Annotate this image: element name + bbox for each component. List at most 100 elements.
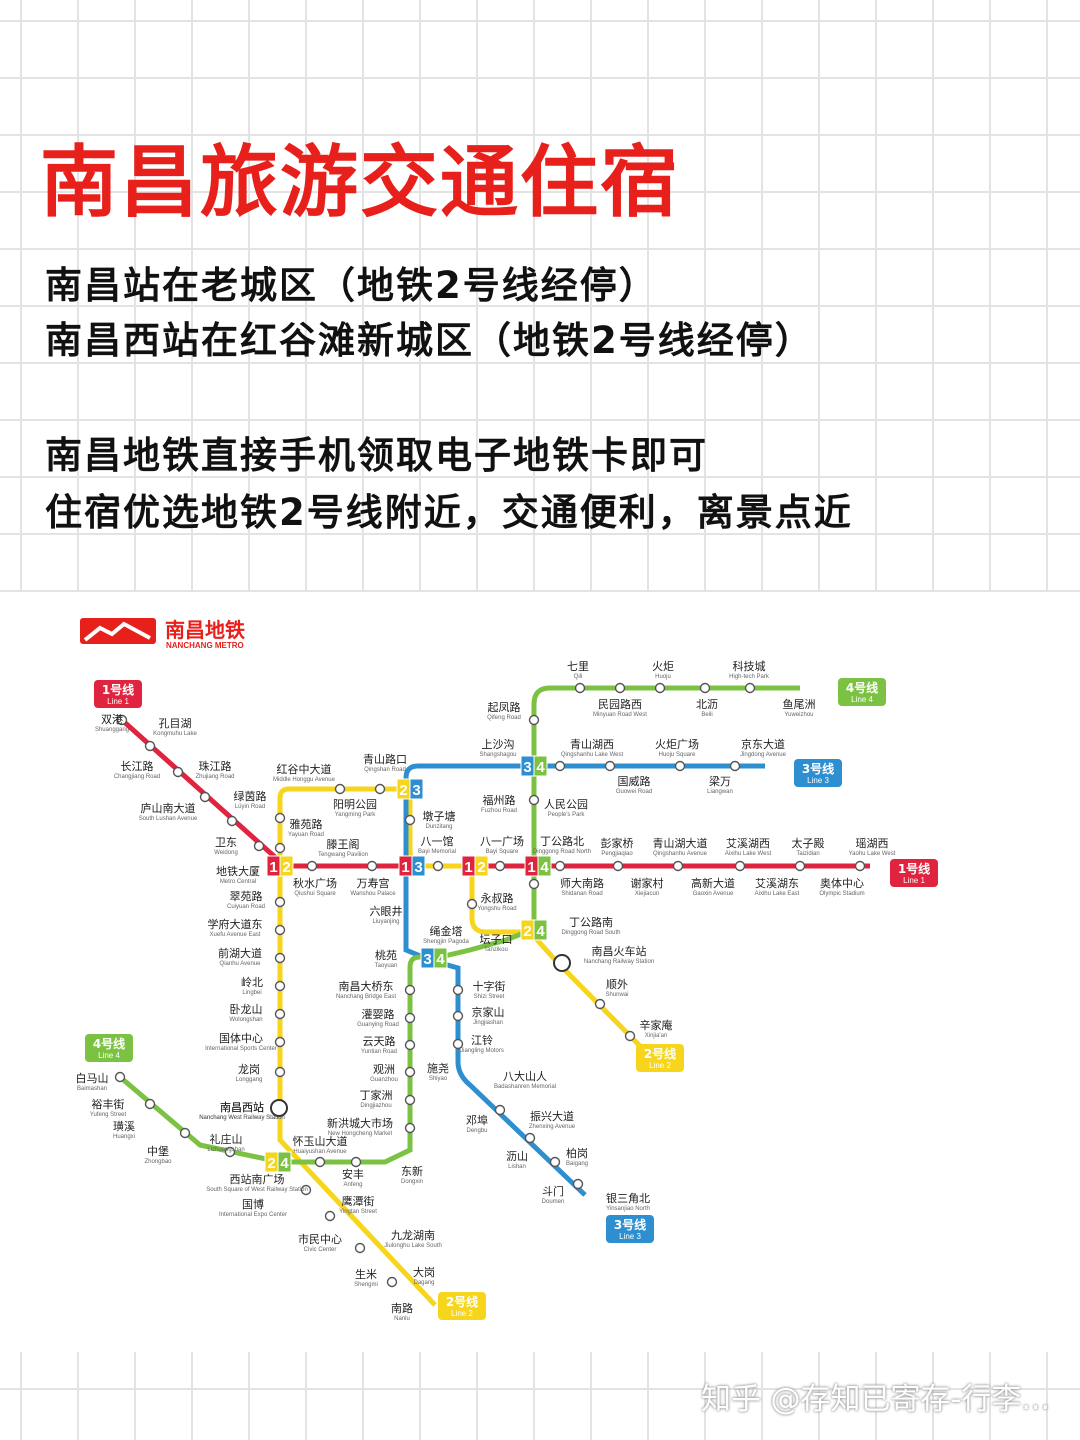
station-dot[interactable] [528,794,540,806]
station-dot[interactable] [554,760,566,772]
station-dot[interactable] [604,760,616,772]
station-dot[interactable] [432,860,444,872]
station-dot[interactable] [624,1030,636,1042]
station-dot[interactable] [114,1071,126,1083]
station-dot[interactable] [466,898,478,910]
station-dot[interactable] [452,984,464,996]
station-dot[interactable] [334,783,346,795]
station-dot[interactable] [314,1156,326,1168]
station-dot[interactable] [524,1132,536,1144]
station-dot[interactable] [404,1012,416,1024]
station-dot[interactable] [452,1038,464,1050]
station-dot[interactable] [854,860,866,872]
station-dot[interactable] [404,1094,416,1106]
station-dot[interactable] [574,682,586,694]
station-dot[interactable] [274,1036,286,1048]
station-dot[interactable] [116,714,128,726]
station-dot[interactable] [528,878,540,890]
station-dot[interactable] [612,860,624,872]
station-dot[interactable] [404,814,416,826]
station-dot[interactable] [274,842,286,854]
station-dot[interactable] [528,714,540,726]
station-dot[interactable] [300,1184,312,1196]
station-dot[interactable] [672,860,684,872]
station-dot[interactable] [386,1276,398,1288]
station-dot[interactable] [549,1156,561,1168]
station-dot[interactable] [654,682,666,694]
station-dot[interactable] [354,1242,366,1254]
station-dot[interactable] [324,1210,336,1222]
station-dot[interactable] [494,1104,506,1116]
station-dot[interactable] [274,896,286,908]
station-dot[interactable] [274,1066,286,1078]
station-dot[interactable] [226,815,238,827]
station-dot[interactable] [374,783,386,795]
station-dot[interactable] [452,1010,464,1022]
station-dot[interactable] [350,1156,362,1168]
station-dot[interactable] [306,860,318,872]
station-dot[interactable] [253,840,265,852]
